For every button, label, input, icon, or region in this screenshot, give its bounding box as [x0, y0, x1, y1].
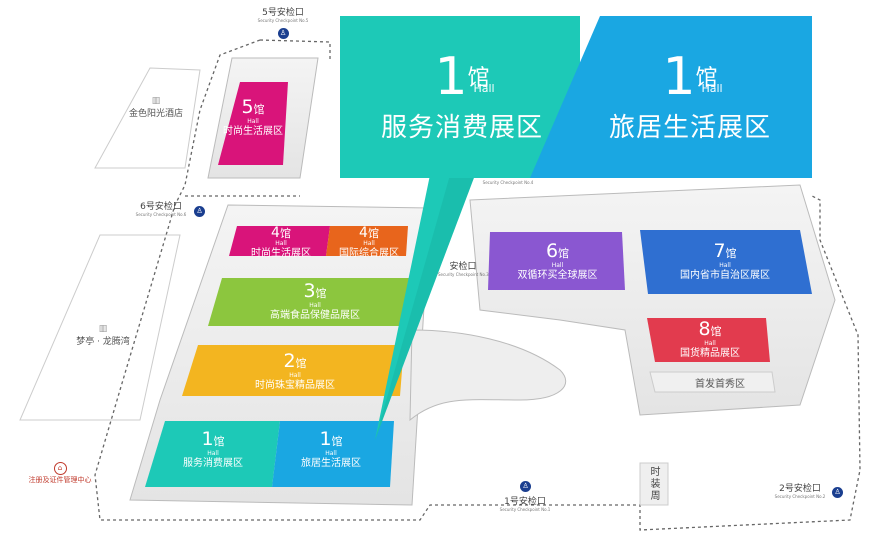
site-boundary-top: [259, 39, 331, 60]
hall4a-block: [229, 226, 330, 256]
hall4b-block: [326, 226, 408, 256]
callout-pointer-shade: [375, 175, 475, 440]
hall8-block: [647, 318, 770, 362]
hotel-outline: [94, 67, 201, 169]
hall7-block: [640, 230, 812, 294]
hall1a-block: [145, 421, 280, 487]
hall6-block: [488, 232, 625, 290]
hall2-block: [182, 345, 404, 396]
hall1b-block: [272, 421, 394, 487]
callout-right-panel: [530, 16, 812, 178]
fashion-week-building: [639, 462, 669, 506]
connector-corridor: [409, 329, 567, 422]
hall5-block: [218, 82, 288, 165]
mengting-outline: [19, 234, 181, 421]
callout-left-panel: [340, 16, 580, 178]
hall3-block: [208, 278, 412, 326]
site-boundary: [94, 39, 861, 531]
debut-area: [649, 371, 776, 393]
